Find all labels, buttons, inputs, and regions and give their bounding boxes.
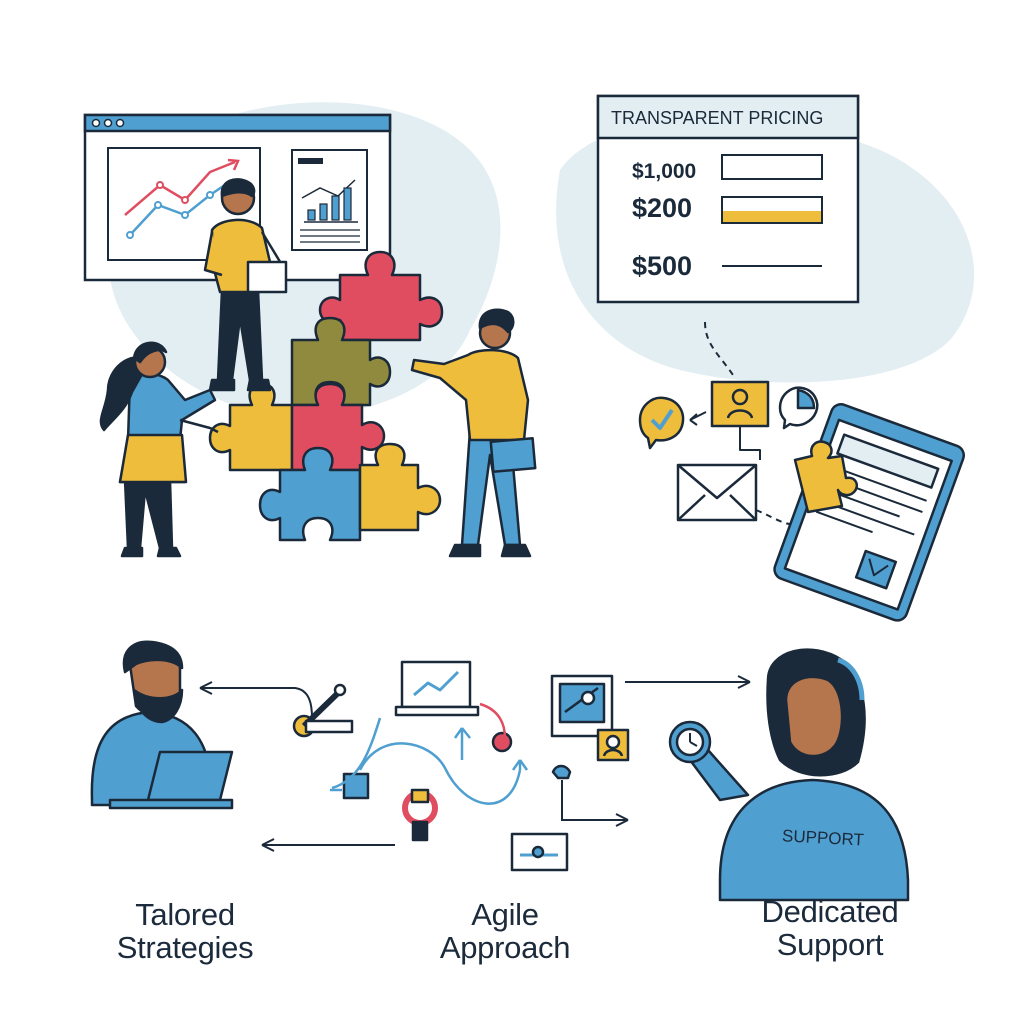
person-woman-left bbox=[99, 341, 219, 558]
laptop-chart-icon bbox=[400, 660, 472, 709]
person-bearded-man bbox=[90, 640, 234, 810]
pricing-panel: TRANSPARENT PRICING $1,000 $200 $500 bbox=[596, 94, 860, 304]
puzzle-piece-olive bbox=[290, 316, 392, 407]
tablet-document bbox=[773, 403, 965, 622]
price-200: $200 bbox=[632, 193, 692, 223]
laptop-icon bbox=[146, 750, 234, 802]
pricing-title: TRANSPARENT PRICING bbox=[611, 108, 823, 128]
person-man-right bbox=[410, 308, 537, 558]
price-500: $500 bbox=[632, 251, 692, 281]
flow-arrows bbox=[199, 675, 751, 852]
caption-agile-line2: Approach bbox=[439, 930, 571, 965]
envelope-icon bbox=[676, 463, 758, 522]
puzzle-piece-red-top bbox=[318, 250, 444, 342]
support-shirt-text: SUPPORT bbox=[782, 826, 865, 849]
caption-agile-approach: Agile Approach bbox=[405, 898, 605, 964]
module-block-icon bbox=[342, 772, 370, 800]
caption-tailored-line2: Strategies bbox=[116, 930, 254, 965]
caption-tailored-line1: Talored bbox=[135, 897, 235, 932]
caption-support-line1: Dedicated bbox=[761, 894, 899, 929]
contact-icons-cluster bbox=[638, 380, 819, 526]
agile-workflow bbox=[292, 660, 630, 872]
puzzle-piece-blue bbox=[258, 446, 362, 542]
puzzle-stack bbox=[208, 250, 444, 542]
caption-agile-line1: Agile bbox=[471, 897, 539, 932]
puzzle-piece-small bbox=[793, 440, 858, 514]
caption-support-line2: Support bbox=[776, 927, 884, 962]
price-bar-empty bbox=[721, 154, 823, 180]
caption-tailored-strategies: Talored Strategies bbox=[80, 898, 290, 964]
caption-dedicated-support: Dedicated Support bbox=[725, 895, 935, 961]
puzzle-piece-yellow-right bbox=[358, 442, 442, 532]
price-1000: $1,000 bbox=[632, 160, 696, 183]
person-support-agent: SUPPORT bbox=[668, 648, 910, 902]
person-presenter bbox=[203, 178, 288, 392]
agile-curves bbox=[330, 702, 529, 805]
